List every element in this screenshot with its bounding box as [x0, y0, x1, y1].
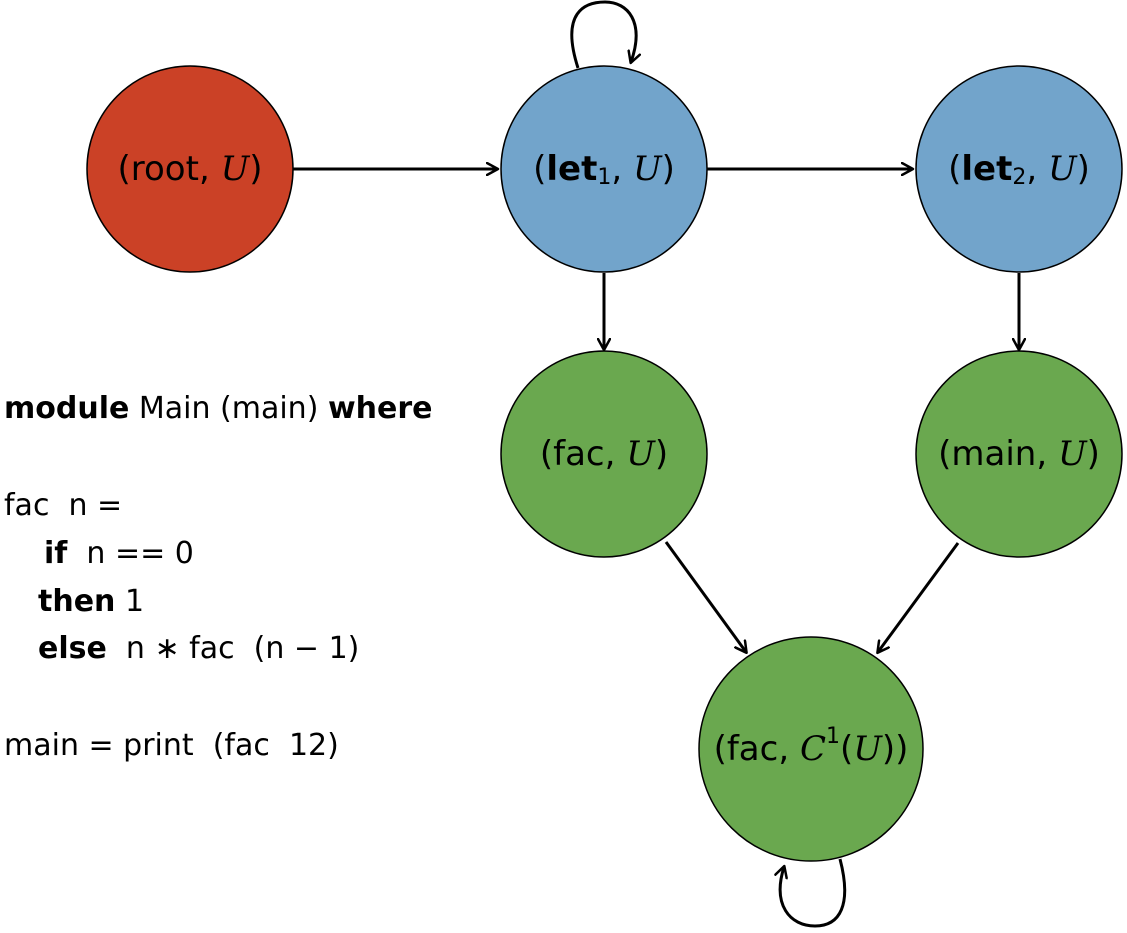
node-fac: (fac, U) [500, 350, 708, 558]
keyword-module: module [4, 391, 130, 426]
node-let2: (let2, U) [915, 65, 1123, 273]
node-fac-label: (fac, U) [540, 434, 668, 474]
node-root-label: (root, U) [118, 149, 263, 189]
code-text: n ∗ fac (n − 1) [106, 631, 360, 666]
node-fac-c1: (fac, C1(U)) [698, 636, 924, 862]
code-text: n == 0 [67, 536, 194, 571]
code-text: 1 [115, 584, 145, 619]
self-loop-fac-c1 [780, 858, 847, 928]
edge-fac-to-fac-c1 [664, 541, 746, 652]
node-fac-c1-label: (fac, C1(U)) [714, 724, 909, 770]
keyword-where: where [327, 391, 433, 426]
code-line-module: module Main (main) where [4, 394, 433, 424]
node-main: (main, U) [915, 350, 1123, 558]
self-loop-let1 [570, 0, 636, 69]
node-fac-circle [500, 350, 708, 558]
node-let2-label: (let2, U) [948, 149, 1090, 190]
node-root-circle [86, 65, 294, 273]
node-fac-c1-circle [698, 636, 924, 862]
node-let2-circle [915, 65, 1123, 273]
node-let1-circle [500, 65, 708, 273]
code-line-if: if n == 0 [44, 539, 194, 569]
node-main-label: (main, U) [938, 434, 1100, 474]
node-main-circle [915, 350, 1123, 558]
node-let1-label: (let1, U) [533, 149, 675, 190]
node-root: (root, U) [86, 65, 294, 273]
keyword-then: then [38, 584, 116, 619]
node-let1: (let1, U) [500, 65, 708, 273]
code-line-then: then 1 [38, 587, 144, 617]
code-line-else: else n ∗ fac (n − 1) [38, 634, 359, 664]
code-line-fac-def: fac n = [4, 491, 122, 521]
code-line-main: main = print (fac 12) [4, 731, 339, 761]
keyword-else: else [38, 631, 107, 666]
edge-main-to-fac-c1 [878, 542, 960, 652]
code-text: fac n = [4, 488, 123, 523]
keyword-if: if [44, 536, 68, 571]
code-text: main = print (fac 12) [4, 728, 339, 763]
code-text: Main (main) [129, 391, 328, 426]
